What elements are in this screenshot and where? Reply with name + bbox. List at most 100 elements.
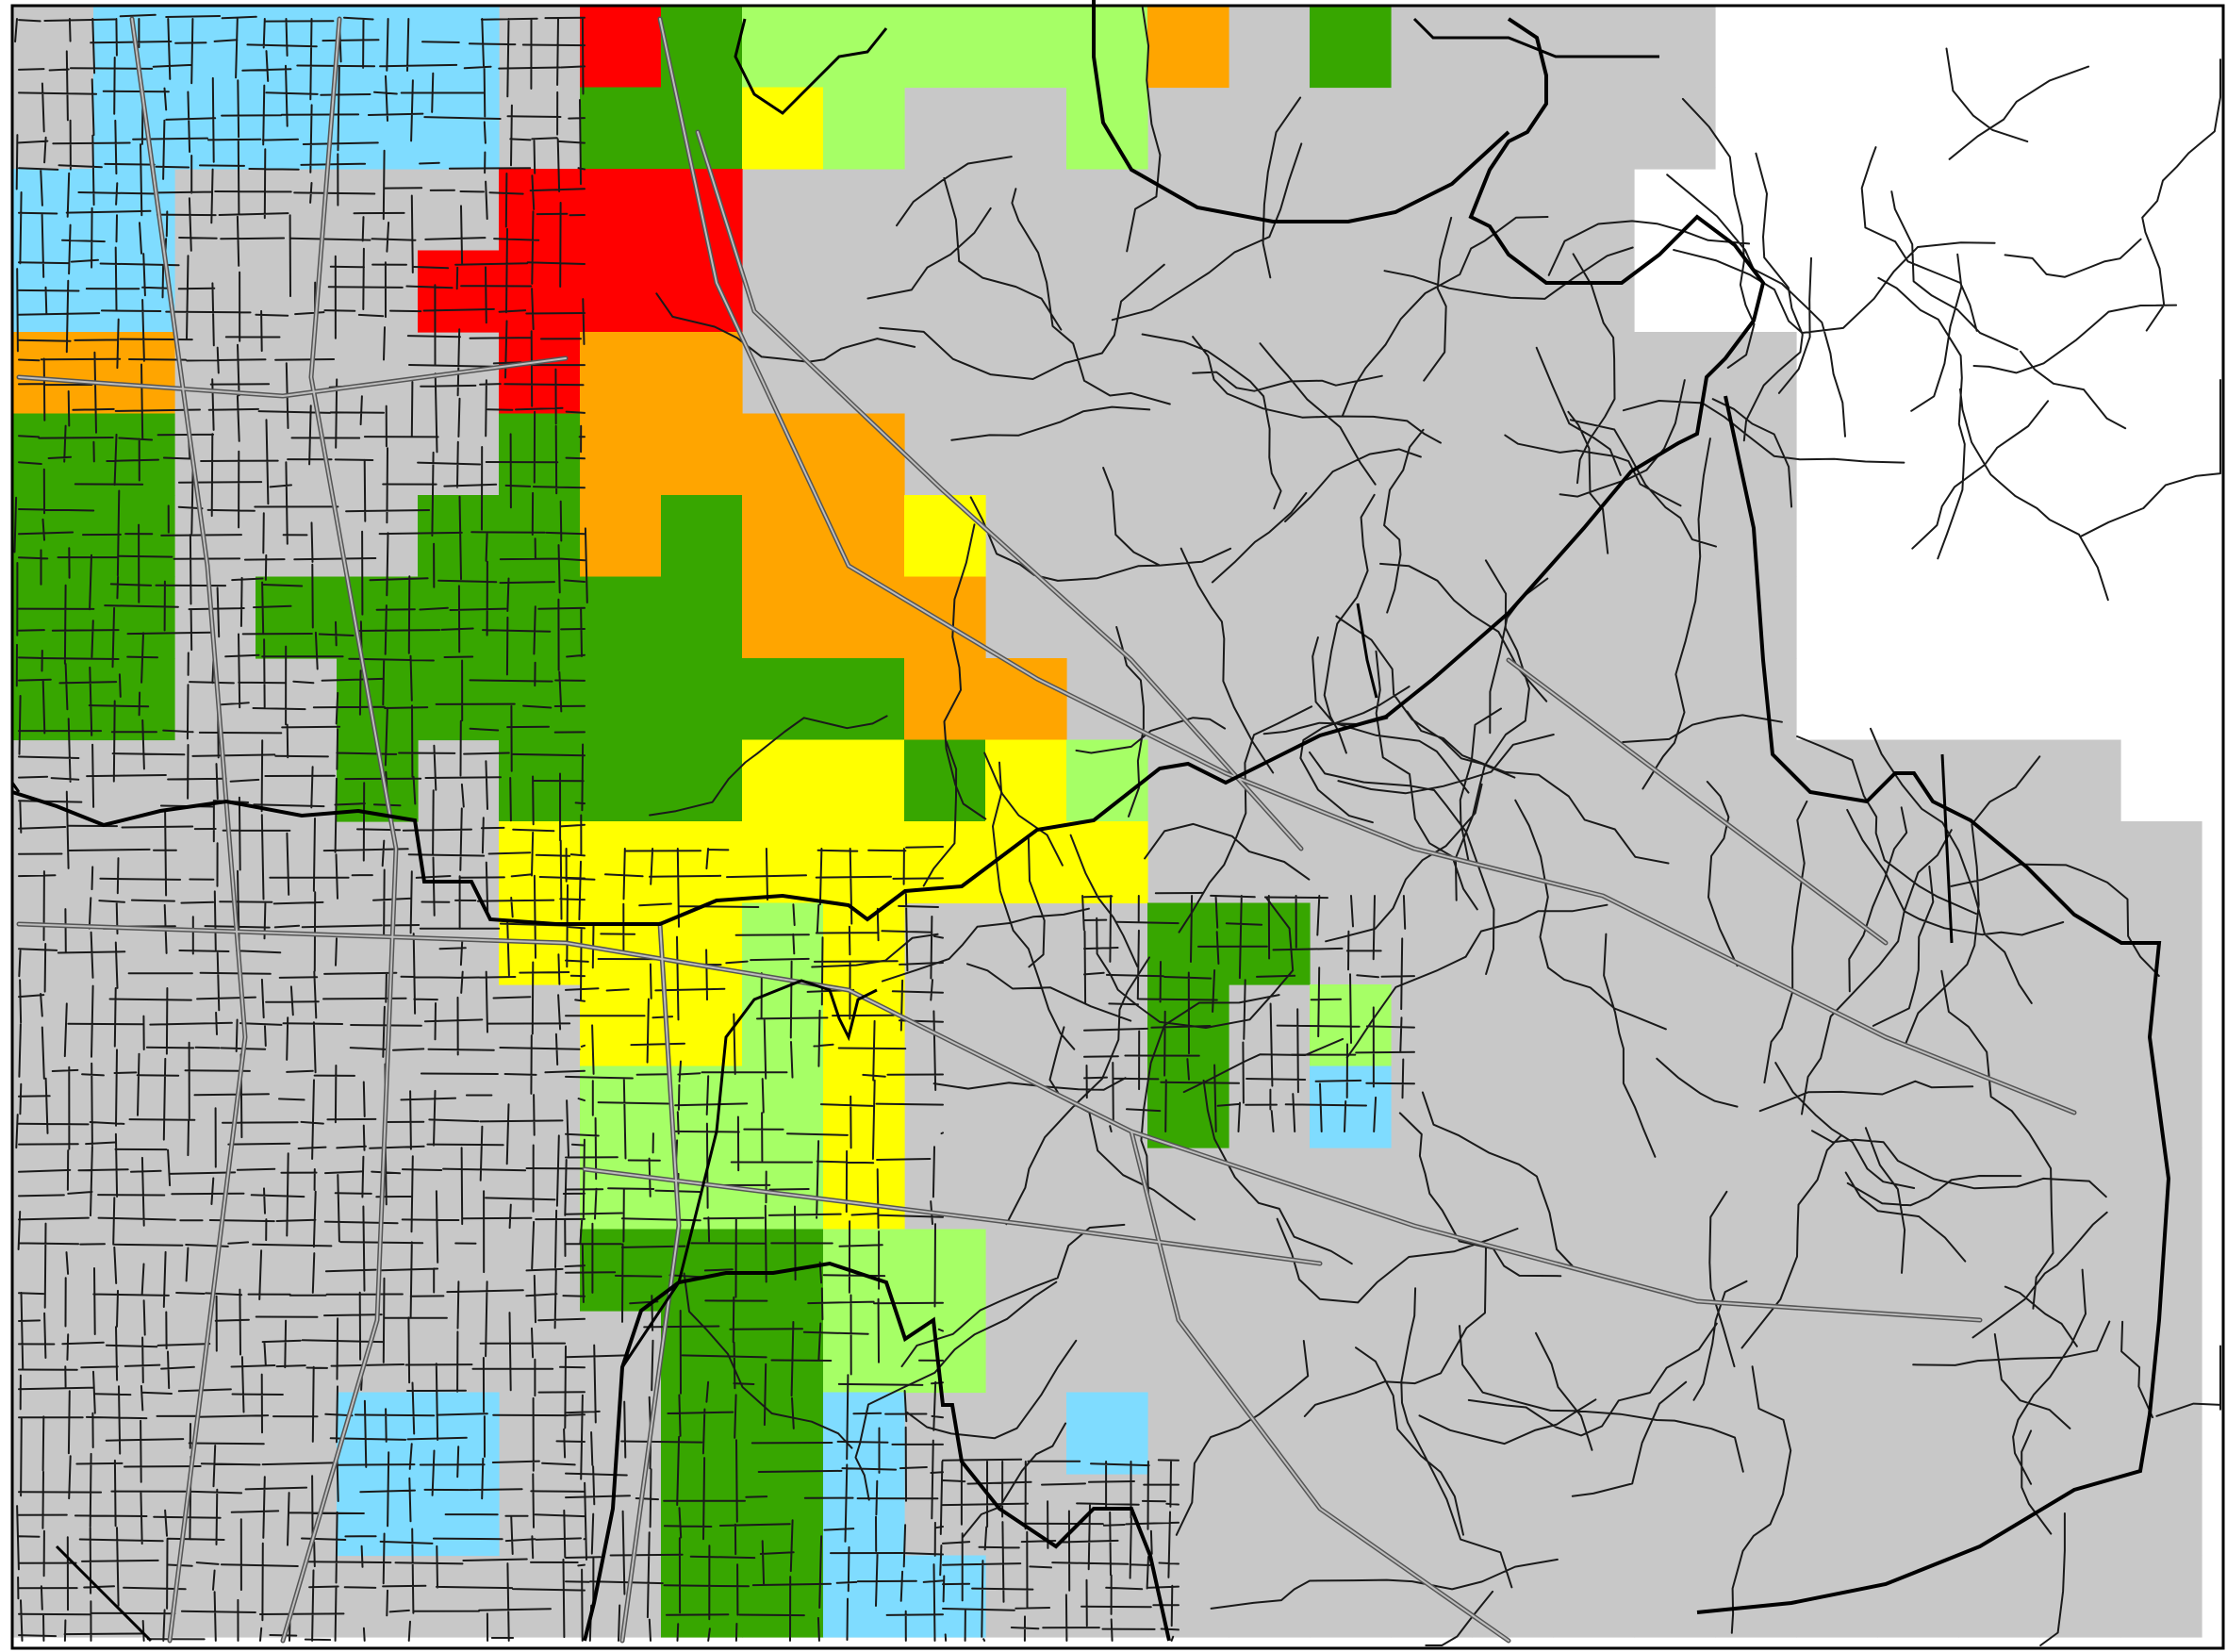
heatmap-cell-level-1[interactable] [1310,1066,1392,1148]
heatmap-cell-level-6[interactable] [661,250,743,333]
heatmap-cell-level-3[interactable] [499,413,581,496]
heatmap-cell-level-4[interactable] [742,739,824,822]
heatmap-cell-level-3[interactable] [1310,6,1392,89]
heatmap-cell-level-3[interactable] [580,739,662,822]
heatmap-cell-level-3[interactable] [580,576,662,659]
heatmap-cell-level-6[interactable] [580,250,662,333]
heatmap-cell-level-2[interactable] [904,1311,986,1394]
heatmap-cell-level-3[interactable] [904,739,986,822]
heatmap-cell-level-2[interactable] [985,6,1067,89]
heatmap-cell-level-3[interactable] [418,658,500,741]
heatmap-cell-level-1[interactable] [93,87,175,170]
heatmap-cell-level-5[interactable] [661,413,743,496]
heatmap-cell-level-3[interactable] [12,576,94,659]
heatmap-cell-level-3[interactable] [93,576,175,659]
heatmap-cell-level-2[interactable] [823,1311,905,1394]
heatmap-cell-level-3[interactable] [499,495,581,578]
heatmap-cell-level-3[interactable] [93,413,175,496]
heatmap-cell-level-2[interactable] [1066,6,1148,89]
heatmap-cell-level-3[interactable] [12,658,94,741]
heatmap-cell-level-2[interactable] [823,6,905,89]
heatmap-cell-level-3[interactable] [337,658,419,741]
heatmap-cell-level-3[interactable] [661,739,743,822]
heatmap-cell-level-3[interactable] [418,495,500,578]
heatmap-cell-level-3[interactable] [580,1229,662,1312]
heatmap-cell-level-3[interactable] [661,6,743,89]
heatmap-cell-level-4[interactable] [580,821,662,904]
heatmap-cell-level-5[interactable] [580,332,662,415]
heatmap-cell-level-3[interactable] [12,495,94,578]
heatmap-cell-level-5[interactable] [742,495,824,578]
heatmap-cell-level-3[interactable] [580,87,662,170]
heatmap-cell-level-4[interactable] [985,739,1067,822]
heatmap-cell-level-2[interactable] [904,1229,986,1312]
heatmap-cell-level-4[interactable] [661,984,743,1067]
heatmap-cell-level-3[interactable] [742,658,824,741]
land-cell [12,821,94,904]
heatmap-cell-level-3[interactable] [661,1392,743,1475]
heatmap-cell-level-3[interactable] [742,1392,824,1475]
heatmap-cell-level-2[interactable] [742,6,824,89]
heatmap-cell-level-2[interactable] [904,6,986,89]
heatmap-cell-level-3[interactable] [661,87,743,170]
heatmap-cell-level-5[interactable] [823,413,905,496]
heatmap-cell-level-2[interactable] [742,902,824,985]
heatmap-cell-level-3[interactable] [661,1311,743,1394]
heatmap-cell-level-4[interactable] [823,821,905,904]
heatmap-cell-level-4[interactable] [580,902,662,985]
heatmap-cell-level-4[interactable] [1066,821,1148,904]
heatmap-cell-level-1[interactable] [174,87,256,170]
heatmap-cell-level-1[interactable] [256,87,338,170]
heatmap-cell-level-1[interactable] [823,1555,905,1638]
heatmap-cell-level-3[interactable] [661,1474,743,1557]
heatmap-cell-level-4[interactable] [742,87,824,170]
heatmap-cell-level-3[interactable] [580,658,662,741]
heatmap-cell-level-3[interactable] [499,576,581,659]
heatmap-cell-level-3[interactable] [661,576,743,659]
heatmap-cell-level-4[interactable] [742,821,824,904]
heatmap-cell-level-1[interactable] [337,87,419,170]
heatmap-cell-level-1[interactable] [904,1555,986,1638]
heatmap-cell-level-2[interactable] [823,87,905,170]
heatmap-cell-level-5[interactable] [904,576,986,659]
heatmap-cell-level-6[interactable] [580,6,662,89]
heatmap-cell-level-5[interactable] [742,576,824,659]
heatmap-cell-level-5[interactable] [580,413,662,496]
heatmap-cell-level-3[interactable] [93,658,175,741]
heatmap-cell-level-3[interactable] [742,1474,824,1557]
heatmap-cell-level-4[interactable] [823,739,905,822]
heatmap-cell-level-5[interactable] [580,495,662,578]
heatmap-cell-level-3[interactable] [742,1555,824,1638]
heatmap-cell-level-4[interactable] [661,821,743,904]
heatmap-cell-level-1[interactable] [823,1392,905,1475]
heatmap-cell-level-3[interactable] [823,658,905,741]
heatmap-cell-level-3[interactable] [661,495,743,578]
heatmap-cell-level-1[interactable] [337,1392,419,1475]
heatmap-cell-level-4[interactable] [904,495,986,578]
heatmap-cell-level-5[interactable] [1147,6,1229,89]
heatmap-cell-level-5[interactable] [823,576,905,659]
heatmap-cell-level-3[interactable] [742,1311,824,1394]
heatmap-cell-level-3[interactable] [661,1555,743,1638]
heatmap-cell-level-1[interactable] [823,1474,905,1557]
heatmap-cell-level-2[interactable] [742,1066,824,1148]
heatmap-cell-level-2[interactable] [742,984,824,1067]
land-cell [1553,1066,1635,1148]
heatmap-cell-level-3[interactable] [661,658,743,741]
heatmap-cell-level-6[interactable] [580,169,662,252]
heatmap-cell-level-5[interactable] [661,332,743,415]
heatmap-cell-level-1[interactable] [337,1474,419,1557]
heatmap-cell-level-5[interactable] [12,332,94,415]
heatmap-cell-level-1[interactable] [12,169,94,252]
heatmap-cell-level-1[interactable] [174,6,256,89]
heatmap-cell-level-6[interactable] [499,169,581,252]
heatmap-cell-level-4[interactable] [985,821,1067,904]
heatmap-cell-level-3[interactable] [12,413,94,496]
heatmap-cell-level-5[interactable] [93,332,175,415]
heatmap-cell-level-6[interactable] [499,332,581,415]
heatmap-cell-level-1[interactable] [418,6,500,89]
heatmap-cell-level-1[interactable] [418,87,500,170]
heatmap-cell-level-1[interactable] [337,6,419,89]
heatmap-cell-level-3[interactable] [256,576,338,659]
